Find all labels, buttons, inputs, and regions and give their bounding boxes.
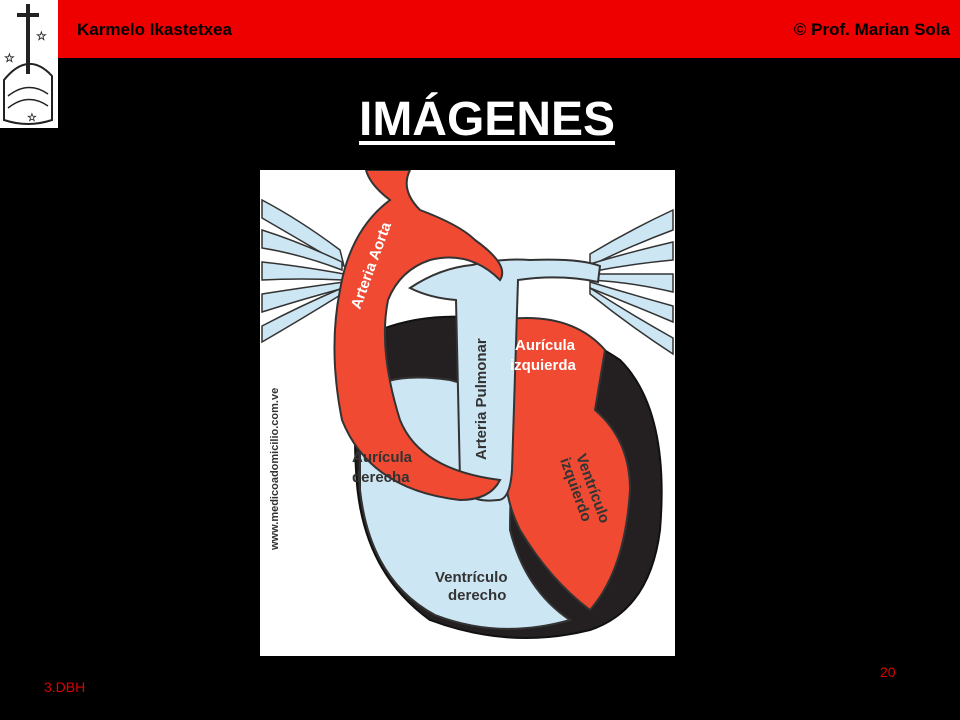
watermark: www.medicoadomicilio.com.ve [269,388,281,551]
header-bar [0,0,960,58]
pulmonary-artery [408,258,602,502]
author-credit: © Prof. Marian Sola [793,20,950,39]
label-auricula-der-2: derecha [352,469,410,486]
slide-title: IMÁGENES [358,93,616,146]
label-ventriculo-der-1: Ventrículo [435,569,508,586]
label-auricula-izq-1: Aurícula [515,337,576,354]
label-pulmonar: Arteria Pulmonar [473,338,490,460]
page-number: 20 [880,664,896,680]
svg-text:☆: ☆ [4,51,15,65]
label-auricula-der-1: Aurícula [352,449,413,466]
aorta [333,169,504,502]
svg-text:☆: ☆ [27,112,37,124]
label-ventriculo-der-2: derecho [448,587,506,604]
svg-text:☆: ☆ [36,29,47,43]
school-name: Karmelo Ikastetxea [77,20,232,39]
label-auricula-izq-2: izquierda [510,357,577,374]
heart-diagram: Arteria Aorta Arteria Pulmonar Aurícula … [260,169,675,656]
course-label: 3.DBH [44,679,86,695]
school-logo: ☆ ☆ ☆ [0,0,58,128]
